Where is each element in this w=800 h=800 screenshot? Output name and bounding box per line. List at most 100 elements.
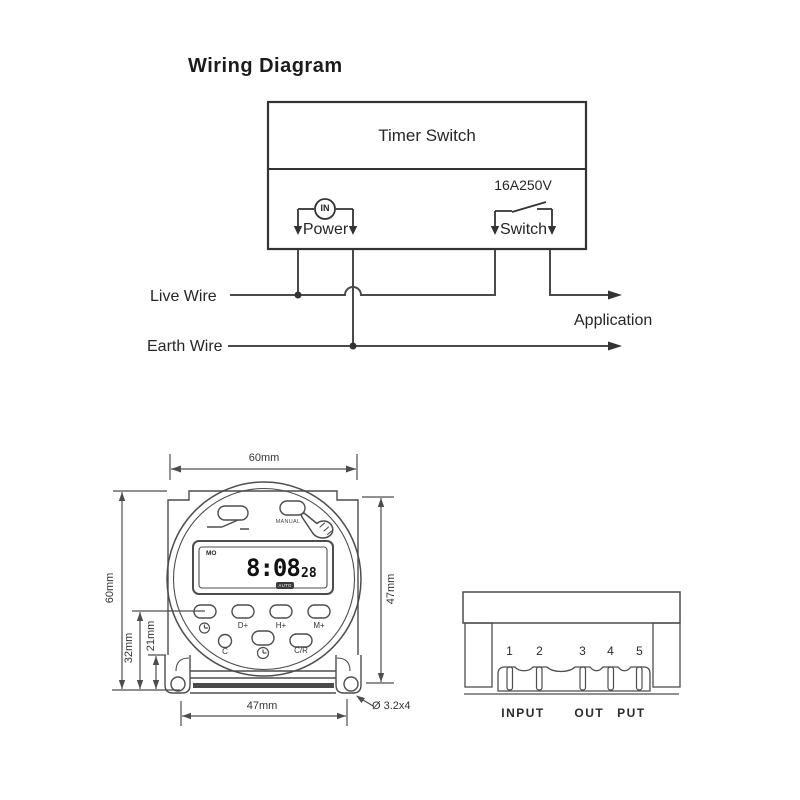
power-label: Power xyxy=(302,221,349,238)
dim-offset-low: 21mm xyxy=(144,620,157,652)
in-terminal-circle xyxy=(314,198,336,220)
arrow-down-icon xyxy=(293,226,303,235)
input-label: INPUT xyxy=(501,706,545,720)
timer-switch-box xyxy=(266,100,588,251)
manual-hand-icon xyxy=(300,512,334,539)
ear-corner-arc xyxy=(336,657,351,672)
terminal-slot-4 xyxy=(607,666,615,691)
dim-arrow xyxy=(136,680,144,689)
device-plate-outline xyxy=(167,490,359,655)
minute-plus-label: M+ xyxy=(313,621,325,630)
switch-mode-icon xyxy=(207,519,249,530)
day-plus-button xyxy=(231,604,255,619)
dim-hole-span: 47mm xyxy=(246,700,278,712)
connector-top-bar xyxy=(462,591,681,624)
arrow-right-icon xyxy=(608,341,622,351)
switch-blade-icon xyxy=(511,201,547,213)
terminal-slot-2 xyxy=(535,666,543,691)
screw-hole-right xyxy=(343,676,359,692)
device-face-outer-ring xyxy=(166,481,362,677)
lcd-seconds: 28 xyxy=(301,566,317,581)
reset-label: C xyxy=(222,647,228,656)
connector-drawing xyxy=(462,591,681,695)
manual-button xyxy=(279,500,306,516)
dimension-lines xyxy=(112,454,394,726)
hour-plus-button xyxy=(269,604,293,619)
device-face-inner-ring xyxy=(172,487,356,671)
terminal-slot-3 xyxy=(579,666,587,691)
application-label: Application xyxy=(574,312,653,329)
lcd-frame xyxy=(192,540,334,595)
mount-ear-left xyxy=(164,655,191,694)
minute-plus-button xyxy=(307,604,331,619)
rating-label: 16A250V xyxy=(494,177,552,193)
lcd-time: 8:08 xyxy=(246,554,301,582)
ear-corner-arc xyxy=(175,657,190,672)
terminal-block xyxy=(497,666,651,692)
box-outline xyxy=(266,100,588,251)
dim-arrow xyxy=(182,712,191,720)
dim-arrow xyxy=(152,680,160,689)
terminal-number-5: 5 xyxy=(636,644,643,658)
mount-slot xyxy=(193,683,334,688)
arrow-right-icon xyxy=(608,290,622,300)
dim-arrow xyxy=(171,465,181,473)
dim-arrow xyxy=(136,612,144,621)
dim-arrow xyxy=(377,498,385,507)
earth-wire-label: Earth Wire xyxy=(147,338,223,355)
application-wire xyxy=(549,250,608,296)
terminal-number-2: 2 xyxy=(536,644,543,658)
connector-right-tab xyxy=(652,622,681,688)
cr-button xyxy=(289,633,313,648)
power-terminal-symbol xyxy=(293,198,358,235)
dim-arrow xyxy=(337,712,346,720)
clock-icon xyxy=(198,622,211,634)
terminal-number-3: 3 xyxy=(579,644,586,658)
dim-arrow xyxy=(118,492,126,501)
switch-terminal-symbol xyxy=(490,201,557,235)
output-label: OUT PUT xyxy=(574,706,646,720)
dim-arrow xyxy=(118,680,126,689)
junction-dot xyxy=(294,291,302,299)
wires xyxy=(228,250,622,351)
timer-device-drawing xyxy=(164,481,362,694)
day-plus-label: D+ xyxy=(237,621,249,630)
timer-switch-label: Timer Switch xyxy=(378,126,476,145)
mount-ear-right xyxy=(335,655,362,694)
dim-offset-mid: 32mm xyxy=(122,632,135,664)
arrow-down-icon xyxy=(547,226,557,235)
terminal-slot-5 xyxy=(635,666,643,691)
dim-arrow xyxy=(377,673,385,682)
timer-icon xyxy=(256,646,270,660)
reset-button xyxy=(217,633,233,649)
terminal-slot-1 xyxy=(506,666,514,691)
mode-button xyxy=(217,505,249,521)
dim-width-top: 60mm xyxy=(248,452,280,464)
dim-arrow xyxy=(152,656,160,665)
lcd-screen xyxy=(198,546,328,589)
switch-label: Switch xyxy=(499,221,548,238)
timer-button xyxy=(251,630,275,646)
dim-arrow xyxy=(346,465,356,473)
terminal-number-1: 1 xyxy=(506,644,513,658)
hour-plus-label: H+ xyxy=(275,621,287,630)
screw-note: Ø 3.2x4 xyxy=(372,700,411,712)
arrow-down-icon xyxy=(490,226,500,235)
in-terminal-label: IN xyxy=(320,203,330,213)
leader-arrow xyxy=(356,695,365,703)
screw-hole-left xyxy=(170,676,186,692)
page-title: Wiring Diagram xyxy=(188,55,343,77)
cr-label: C/R xyxy=(294,646,308,655)
lcd-mode-badge: AUTO xyxy=(276,582,294,589)
dim-height-left: 60mm xyxy=(103,572,116,604)
terminal-number-4: 4 xyxy=(607,644,614,658)
manual-label: MANUAL xyxy=(275,519,301,525)
live-wire-line xyxy=(230,250,496,296)
live-wire-label: Live Wire xyxy=(150,288,217,305)
connector-left-tab xyxy=(464,622,493,688)
dim-height-right: 47mm xyxy=(384,573,397,605)
lcd-day-label: MO xyxy=(206,550,217,557)
arrow-down-icon xyxy=(348,226,358,235)
